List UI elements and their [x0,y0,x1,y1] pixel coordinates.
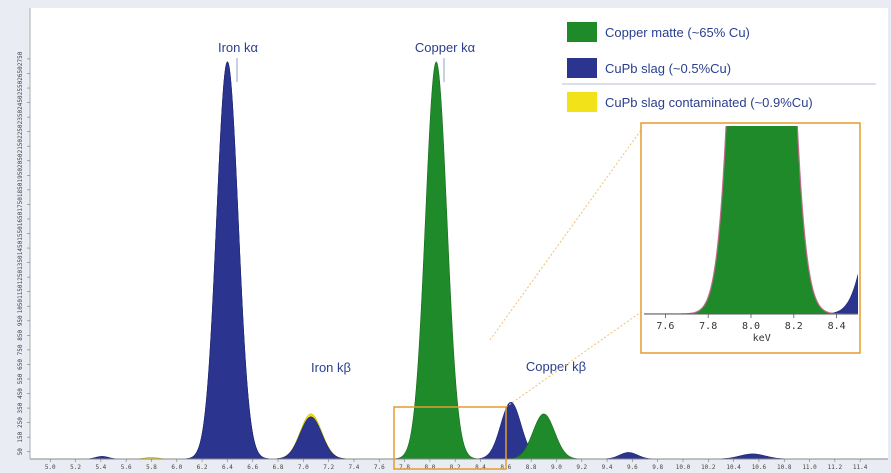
x-tick-label: 8.8 [526,464,537,471]
zoom-inset: 7.6 7.8 8.0 8.2 8.4 keV [640,122,861,354]
peak-label-iron-k: Iron kα [218,40,259,55]
x-tick-label: 10.6 [752,464,767,471]
x-tick-label: 9.2 [576,464,587,471]
x-tick-label: 8.0 [424,464,435,471]
y-tick-label: 550 [17,373,24,384]
inset-x-tick-label: 8.4 [828,321,846,332]
inset-x-tick-label: 8.0 [742,321,760,332]
y-tick-label: 2150 [17,139,24,154]
y-tick-label: 2250 [17,124,24,139]
x-tick-label: 11.2 [828,464,843,471]
legend-label-copper-matte-65-cu: Copper matte (~65% Cu) [605,25,750,40]
y-tick-label: 650 [17,359,24,370]
y-tick-label: 1450 [17,240,24,255]
y-tick-label: 2450 [17,95,24,110]
y-tick-label: 2350 [17,109,24,124]
y-tick-label: 1250 [17,269,24,284]
x-tick-label: 10.2 [701,464,716,471]
inset-x-tick-label: 7.6 [656,321,674,332]
y-tick-label: 850 [17,329,24,340]
zoom-connector-top [489,129,642,341]
y-tick-label: 2550 [17,80,24,95]
legend-swatch-cupb-slag-0-5-cu [567,58,597,78]
x-tick-label: 5.0 [45,464,56,471]
y-tick-label: 150 [17,431,24,442]
y-tick-label: 1850 [17,182,24,197]
x-tick-label: 6.2 [197,464,208,471]
inset-x-axis-label: keV [753,333,771,344]
x-tick-label: 6.8 [273,464,284,471]
peak-annotations: Iron kα Iron kβ Copper kα Copper kβ [218,40,586,375]
x-tick-label: 8.4 [475,464,486,471]
y-tick-label: 2050 [17,153,24,168]
x-tick-label: 9.4 [602,464,613,471]
y-tick-label: 750 [17,344,24,355]
x-tick-label: 7.0 [298,464,309,471]
peak-label-iron-k: Iron kβ [311,360,351,375]
x-tick-label: 6.6 [247,464,258,471]
x-tick-label: 10.4 [726,464,741,471]
y-tick-label: 250 [17,417,24,428]
x-tick-label: 9.8 [652,464,663,471]
inset-x-tick-label: 8.2 [785,321,803,332]
zoom-region-box [393,406,507,470]
zoom-connector-bottom [505,311,642,408]
x-tick-label: 11.4 [853,464,868,471]
peak-label-copper-k: Copper kβ [526,359,586,374]
y-tick-label: 50 [17,448,24,456]
peak-label-copper-k: Copper kα [415,40,476,55]
x-tick-label: 11.0 [802,464,817,471]
x-tick-label: 6.4 [222,464,233,471]
x-tick-label: 7.2 [323,464,334,471]
x-tick-label: 6.0 [171,464,182,471]
x-tick-label: 10.8 [777,464,792,471]
x-tick-label: 9.6 [627,464,638,471]
y-tick-label: 950 [17,315,24,326]
x-tick-label: 5.8 [146,464,157,471]
x-tick-label: 9.0 [551,464,562,471]
x-tick-label: 7.6 [374,464,385,471]
y-tick-label: 1050 [17,299,24,314]
x-tick-label: 7.4 [349,464,360,471]
x-tick-label: 7.8 [399,464,410,471]
y-axis-ticks: 50 150 250 350 450 550 650 750 850 95010501150125… [17,51,30,455]
inset-x-tick-label: 7.8 [699,321,717,332]
legend: Copper matte (~65% Cu) CuPb slag (~0.5%Cu… [562,22,876,112]
legend-label-cupb-slag-0-5-cu: CuPb slag (~0.5%Cu) [605,61,731,76]
x-tick-label: 5.6 [121,464,132,471]
legend-label-cupb-slag-contaminated-0-9-cu: CuPb slag contaminated (~0.9%Cu) [605,95,813,110]
y-tick-label: 1550 [17,226,24,241]
x-tick-label: 5.4 [95,464,106,471]
y-tick-label: 1150 [17,284,24,299]
x-tick-label: 8.2 [450,464,461,471]
y-tick-label: 350 [17,402,24,413]
y-tick-label: 1750 [17,197,24,212]
x-tick-label: 10.0 [676,464,691,471]
y-tick-label: 1650 [17,211,24,226]
y-tick-label: 2650 [17,66,24,81]
y-tick-label: 450 [17,388,24,399]
legend-swatch-cupb-slag-contaminated-0-9-cu [567,92,597,112]
y-tick-label: 1950 [17,168,24,183]
x-tick-label: 5.2 [70,464,81,471]
legend-swatch-copper-matte-65-cu [567,22,597,42]
y-tick-label: 2750 [17,51,24,66]
y-tick-label: 1350 [17,255,24,270]
x-axis-ticks: 5.0 5.2 5.4 5.6 5.8 6.0 6.2 6.4 6.6 6.8 7.0 7.2 7.4 7… [45,459,868,471]
